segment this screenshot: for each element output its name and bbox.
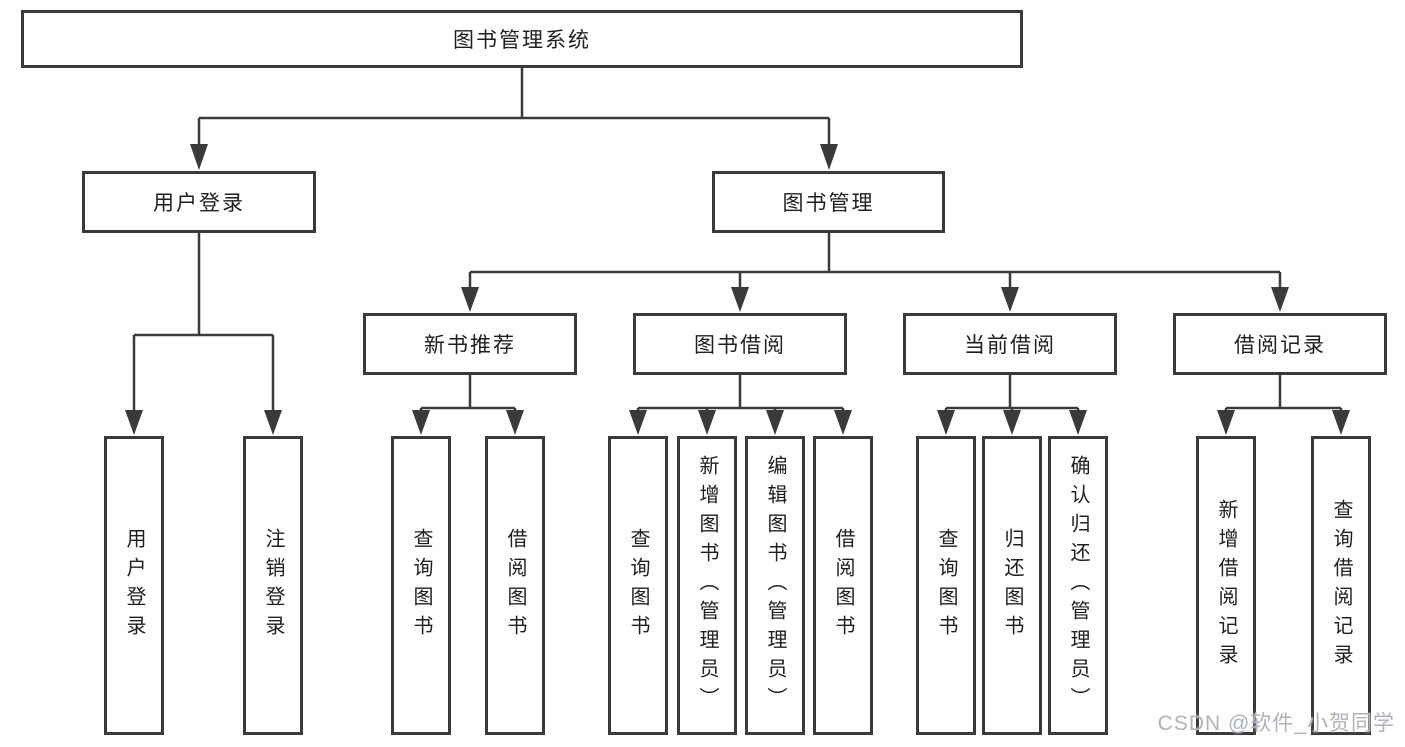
node-user-login-label: 用户登录 <box>153 192 245 215</box>
leaf-borrow-books: 借阅图书 <box>813 436 873 735</box>
leaf-confirm-return-admin-label: 确认归还（管理员） <box>1067 455 1089 716</box>
leaf-query-books-recommend: 查询图书 <box>391 436 451 735</box>
node-new-book-recommend: 新书推荐 <box>363 313 577 375</box>
leaf-borrow-books-recommend-label: 借阅图书 <box>504 527 526 644</box>
node-borrow-record: 借阅记录 <box>1173 313 1387 375</box>
leaf-add-borrow-record: 新增借阅记录 <box>1196 436 1256 735</box>
leaf-query-borrow-record: 查询借阅记录 <box>1311 436 1371 735</box>
node-borrow-record-label: 借阅记录 <box>1234 334 1326 357</box>
leaf-query-books-current-label: 查询图书 <box>935 527 957 644</box>
node-new-book-recommend-label: 新书推荐 <box>424 334 516 357</box>
leaf-edit-book-admin: 编辑图书（管理员） <box>745 436 805 735</box>
node-root-label: 图书管理系统 <box>453 29 591 52</box>
leaf-query-books-current: 查询图书 <box>916 436 976 735</box>
node-book-borrow-label: 图书借阅 <box>694 334 786 357</box>
node-book-management: 图书管理 <box>712 171 945 233</box>
leaf-query-books-borrow-label: 查询图书 <box>627 527 649 644</box>
arrowheads <box>125 144 1350 435</box>
leaf-borrow-books-recommend: 借阅图书 <box>485 436 545 735</box>
leaf-add-book-admin: 新增图书（管理员） <box>677 436 737 735</box>
leaf-query-books-recommend-label: 查询图书 <box>410 527 432 644</box>
node-book-management-label: 图书管理 <box>782 192 875 215</box>
leaf-edit-book-admin-label: 编辑图书（管理员） <box>764 455 786 716</box>
leaf-user-login-label: 用户登录 <box>123 527 145 644</box>
leaf-logout-label: 注销登录 <box>262 527 284 644</box>
leaf-return-book-label: 归还图书 <box>1001 527 1023 644</box>
node-root-system: 图书管理系统 <box>21 10 1023 68</box>
node-current-borrow-label: 当前借阅 <box>964 334 1056 357</box>
leaf-query-books-borrow: 查询图书 <box>608 436 668 735</box>
csdn-watermark: CSDN @软件_小贺同学 <box>1157 712 1395 735</box>
leaf-add-book-admin-label: 新增图书（管理员） <box>696 455 718 716</box>
node-user-login: 用户登录 <box>82 171 316 233</box>
leaf-return-book: 归还图书 <box>982 436 1042 735</box>
leaf-user-login: 用户登录 <box>104 436 164 735</box>
node-current-borrow: 当前借阅 <box>903 313 1117 375</box>
leaf-logout: 注销登录 <box>243 436 303 735</box>
leaf-confirm-return-admin: 确认归还（管理员） <box>1048 436 1108 735</box>
leaf-borrow-books-label: 借阅图书 <box>832 527 854 644</box>
leaf-query-borrow-record-label: 查询借阅记录 <box>1330 498 1352 673</box>
node-book-borrow: 图书借阅 <box>633 313 847 375</box>
leaf-add-borrow-record-label: 新增借阅记录 <box>1215 498 1237 673</box>
